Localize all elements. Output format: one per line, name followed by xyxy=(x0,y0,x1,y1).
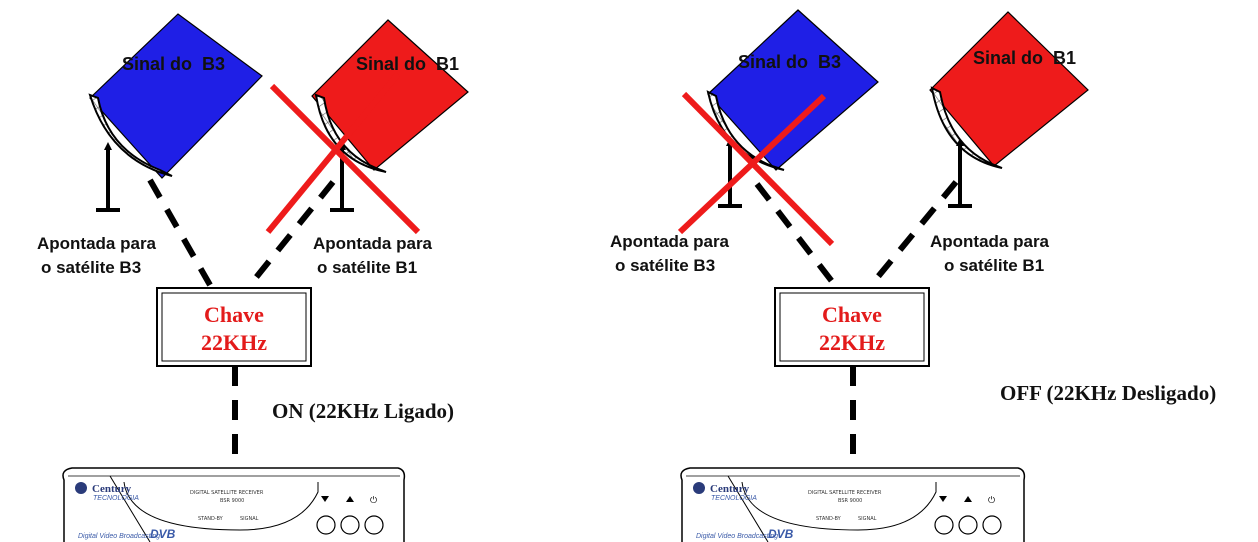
satellite-receiver-icon: Century TECNOLOGIA DIGITAL SATELLITE REC… xyxy=(680,467,1026,542)
receiver-button-up xyxy=(958,515,978,535)
signal-label-b3: Sinal do B3 xyxy=(122,54,225,74)
triangle-up-icon xyxy=(964,496,972,502)
receiver-button-up xyxy=(340,515,360,535)
receiver-footer-logo: DVB xyxy=(150,527,176,541)
receiver-brand-sub: TECNOLOGIA xyxy=(93,495,139,502)
left-panel: Sinal do B3 Sinal do B1 Apontada para o … xyxy=(37,13,469,542)
signal-beam-b3 xyxy=(89,13,263,179)
dish-b1-label-line1: Apontada para xyxy=(930,232,1050,251)
switch-22khz-box xyxy=(774,287,930,367)
receiver-indicator-standby: STAND-BY xyxy=(198,516,224,522)
dashed-link-dish-b3-to-switch xyxy=(754,182,837,286)
signal-beam-b1 xyxy=(929,11,1089,167)
receiver-model-title: DIGITAL SATELLITE RECEIVER xyxy=(808,490,882,496)
dish-b1-label-line2: o satélite B1 xyxy=(944,256,1044,275)
signal-beam-b3 xyxy=(707,9,879,171)
switch-state-label: OFF (22KHz Desligado) xyxy=(1000,381,1216,405)
switch-label-line1: Chave xyxy=(822,302,882,327)
dish-b1-label-line2: o satélite B1 xyxy=(317,258,417,277)
receiver-model-sub: BSR 9000 xyxy=(838,498,862,504)
dish-b1-label-line1: Apontada para xyxy=(313,234,433,253)
dish-b3-label-line2: o satélite B3 xyxy=(41,258,141,277)
dish-b3-label-line2: o satélite B3 xyxy=(615,256,715,275)
receiver-model-sub: BSR 9000 xyxy=(220,498,244,504)
receiver-button-power xyxy=(982,515,1002,535)
receiver-indicator-signal: SIGNAL xyxy=(240,516,259,522)
receiver-footer-logo: DVB xyxy=(768,527,794,541)
dish-b3-label-line1: Apontada para xyxy=(610,232,730,251)
receiver-footer: Digital Video Broadcasting xyxy=(78,533,160,540)
receiver-indicator-standby: STAND-BY xyxy=(816,516,842,522)
switch-22khz-box xyxy=(156,287,312,367)
receiver-brand: Century xyxy=(92,483,132,495)
switch-label-line2: 22KHz xyxy=(201,330,267,355)
receiver-button-power xyxy=(364,515,384,535)
satellite-dish-icon xyxy=(88,93,173,212)
signal-label-b3: Sinal do B3 xyxy=(738,52,841,72)
dashed-link-dish-b1-to-switch xyxy=(247,180,336,287)
x-cross-icon xyxy=(265,72,421,235)
receiver-button-down xyxy=(316,515,336,535)
satellite-dish-icon xyxy=(930,86,1003,208)
triangle-up-icon xyxy=(346,496,354,502)
power-icon: ⏻ xyxy=(370,495,377,506)
satellite-receiver-icon: Century TECNOLOGIA DIGITAL SATELLITE REC… xyxy=(62,467,406,542)
receiver-brand: Century xyxy=(710,483,750,495)
power-icon: ⏻ xyxy=(988,495,995,506)
triangle-down-icon xyxy=(939,496,947,502)
triangle-down-icon xyxy=(321,496,329,502)
receiver-footer: Digital Video Broadcasting xyxy=(696,533,778,540)
right-panel: Sinal do B3 Sinal do B1 Apontada para o … xyxy=(610,9,1216,542)
switch-label-line1: Chave xyxy=(204,302,264,327)
dashed-link-dish-b3-to-switch xyxy=(147,178,213,287)
receiver-brand-sub: TECNOLOGIA xyxy=(711,495,757,502)
dashed-link-dish-b1-to-switch xyxy=(869,180,959,286)
receiver-model-title: DIGITAL SATELLITE RECEIVER xyxy=(190,490,264,496)
receiver-indicator-signal: SIGNAL xyxy=(858,516,877,522)
switch-state-label: ON (22KHz Ligado) xyxy=(272,399,454,423)
dish-b3-label-line1: Apontada para xyxy=(37,234,157,253)
switch-label-line2: 22KHz xyxy=(819,330,885,355)
x-cross-icon xyxy=(677,91,835,247)
receiver-button-down xyxy=(934,515,954,535)
signal-label-b1: Sinal do B1 xyxy=(973,48,1076,68)
signal-label-b1: Sinal do B1 xyxy=(356,54,459,74)
